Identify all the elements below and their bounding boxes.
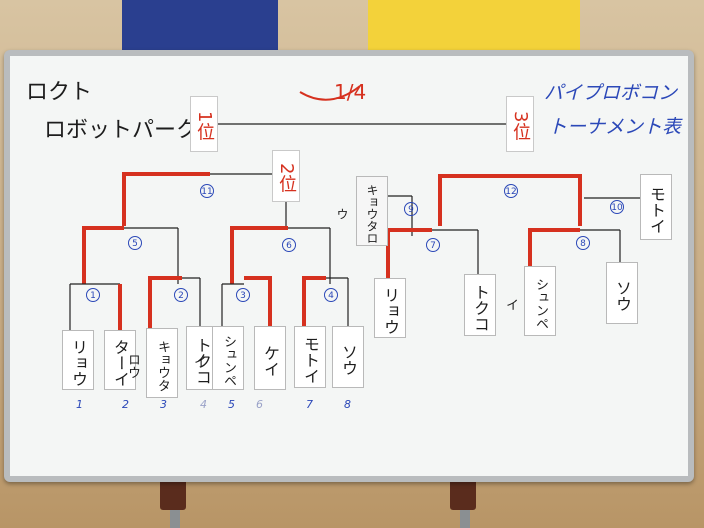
match-number-2: 2 <box>174 288 188 302</box>
match-number-8: 8 <box>576 236 590 250</box>
whiteboard <box>4 50 694 482</box>
round2-card-motoi: モトイ <box>640 174 672 240</box>
entrant-card-1: リョウ <box>62 330 94 390</box>
match-number-12: 12 <box>504 184 518 198</box>
match-number-3: 3 <box>236 288 250 302</box>
seed-label-6: 6 <box>256 398 263 411</box>
event-title-line2: トーナメント表 <box>548 116 682 138</box>
entrant-card-5: シュンペイ <box>191 326 244 390</box>
match-number-11: 11 <box>200 184 214 198</box>
venue-name-line2: ロボットパーク <box>44 118 199 143</box>
round2-card-shunpei: シュンペイ <box>503 266 556 336</box>
round2-card-sou: ソウ <box>606 262 638 324</box>
event-title-line1: パイプロボコン <box>544 82 678 104</box>
entrant-card-2: ターイ <box>104 330 136 390</box>
match-number-6: 6 <box>282 238 296 252</box>
venue-name-line1: ロクト <box>26 80 93 105</box>
yellow-banner <box>368 0 580 54</box>
match-number-4: 4 <box>324 288 338 302</box>
entrant-card-8: ソウ <box>332 326 364 388</box>
third-place-card: 3位 <box>506 96 534 152</box>
seed-label-7: 7 <box>306 398 313 411</box>
seed-label-4: 4 <box>200 398 207 411</box>
seed-label-5: 5 <box>228 398 235 411</box>
match-number-7: 7 <box>426 238 440 252</box>
match-number-1: 1 <box>86 288 100 302</box>
seed-label-2: 2 <box>122 398 129 411</box>
entrant-card-6: ケイ <box>254 326 286 390</box>
entrant-card-7: モトイ <box>294 326 326 388</box>
entrant-card-4: トクコ <box>186 326 218 390</box>
entrant-card-3: キョウタロウ <box>125 328 178 398</box>
match-number-9: 9 <box>404 202 418 216</box>
match-number-10: 10 <box>610 200 624 214</box>
seed-label-8: 8 <box>344 398 351 411</box>
quarter-label: 1/4 <box>334 80 367 104</box>
round2-card-tokuko: トクコ <box>464 274 496 336</box>
second-place-card: 2位 <box>272 150 300 202</box>
blue-banner <box>122 0 278 54</box>
round2-card-ryo: リョウ <box>374 278 406 338</box>
seed-label-1: 1 <box>76 398 83 411</box>
first-place-card: 1位 <box>190 96 218 152</box>
match-number-5: 5 <box>128 236 142 250</box>
seed-label-3: 3 <box>160 398 167 411</box>
round2-card-kyotaro: キョウタロウ <box>335 176 388 246</box>
